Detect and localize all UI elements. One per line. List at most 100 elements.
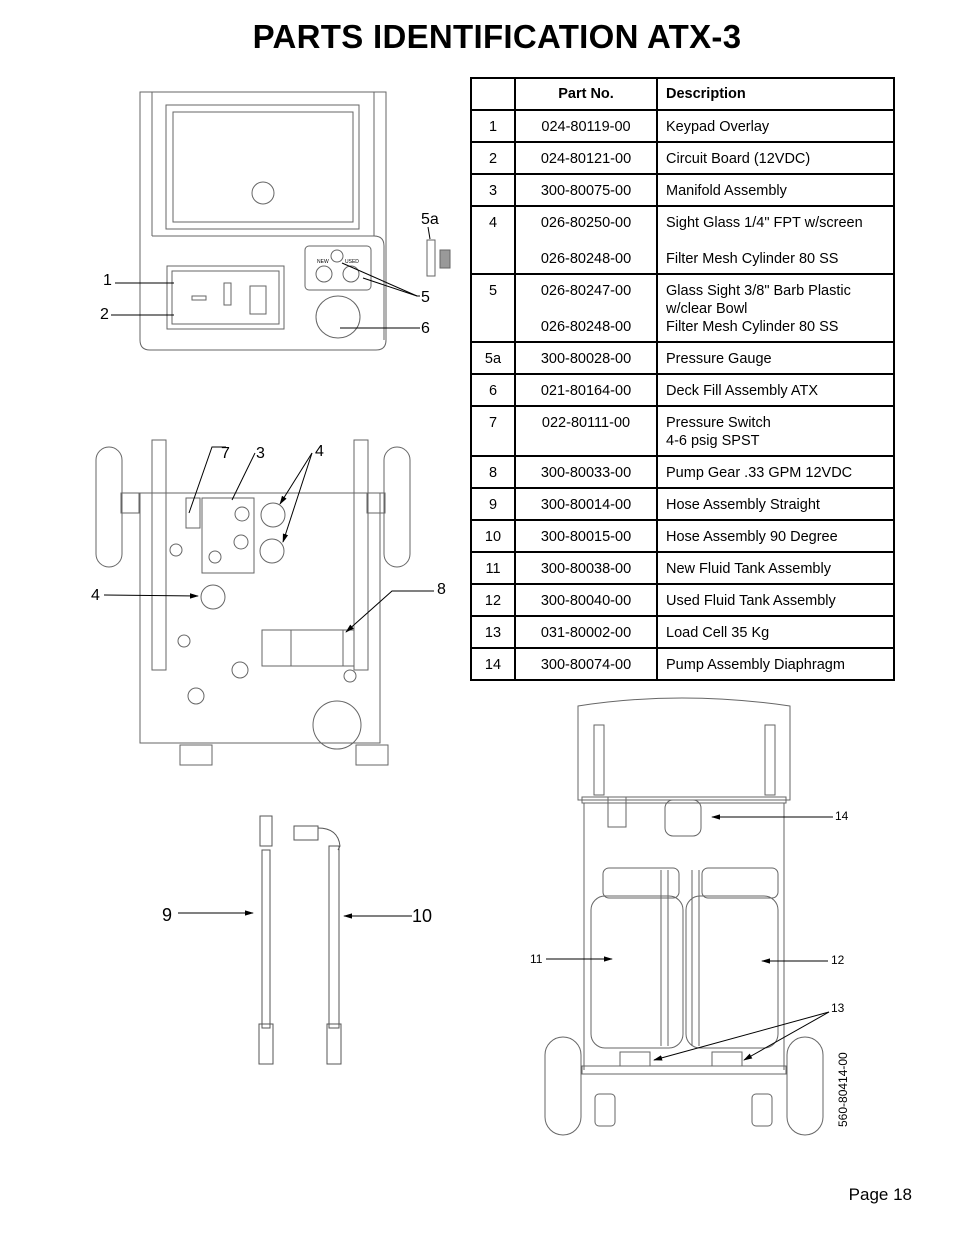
description-line: Pressure Gauge bbox=[666, 351, 772, 367]
row-part-no: 300-80038-00 bbox=[514, 551, 658, 585]
part-no-line: 300-80038-00 bbox=[540, 561, 632, 577]
part-no-line: 021-80164-00 bbox=[540, 383, 632, 399]
callout-7: 7 bbox=[221, 445, 230, 462]
callout-13: 13 bbox=[831, 1001, 845, 1015]
hoses-leaders bbox=[178, 910, 412, 919]
row-description: Sight Glass 1/4" FPT w/screen Filter Mes… bbox=[656, 205, 895, 275]
row-part-no: 024-80121-00 bbox=[514, 141, 658, 175]
callout-5: 5 bbox=[421, 289, 430, 306]
callout-8: 8 bbox=[437, 581, 446, 598]
row-number: 6 bbox=[470, 373, 516, 407]
description-line: Manifold Assembly bbox=[666, 183, 787, 199]
part-no-line: 026-80248-00 bbox=[540, 251, 632, 267]
table-row: 5 026-80247-00 026-80248-00 Glass Sight 3/… bbox=[470, 273, 895, 343]
row-description: New Fluid Tank Assembly bbox=[656, 551, 895, 585]
callout-12: 12 bbox=[831, 953, 845, 967]
row-number-text: 6 bbox=[488, 383, 498, 399]
page-title: PARTS IDENTIFICATION ATX-3 bbox=[252, 18, 742, 55]
row-part-no: 024-80119-00 bbox=[514, 109, 658, 143]
row-description: Hose Assembly Straight bbox=[656, 487, 895, 521]
row-number: 7 bbox=[470, 405, 516, 457]
part-no-line: 026-80248-00 bbox=[540, 319, 632, 335]
row-number-text: 12 bbox=[484, 593, 502, 609]
table-row: 11 300-80038-00 New Fluid Tank Assembly bbox=[470, 551, 895, 585]
description-line: Keypad Overlay bbox=[666, 119, 770, 135]
row-part-no: 021-80164-00 bbox=[514, 373, 658, 407]
row-number: 11 bbox=[470, 551, 516, 585]
row-part-no: 300-80075-00 bbox=[514, 173, 658, 207]
row-number-text: 8 bbox=[488, 465, 498, 481]
part-no-line: 300-80075-00 bbox=[540, 183, 632, 199]
row-number-text: 10 bbox=[484, 529, 502, 545]
callout-4-upper: 4 bbox=[315, 443, 324, 460]
part-no-line: 300-80074-00 bbox=[540, 657, 632, 673]
row-part-no: 300-80014-00 bbox=[514, 487, 658, 521]
description-line: w/clear Bowl bbox=[666, 301, 748, 317]
description-line: 4-6 psig SPST bbox=[666, 433, 760, 449]
description-line: Circuit Board (12VDC) bbox=[666, 151, 811, 167]
table-row: 14 300-80074-00 Pump Assembly Diaphragm bbox=[470, 647, 895, 681]
table-row: 13 031-80002-00 Load Cell 35 Kg bbox=[470, 615, 895, 649]
row-number-text: 13 bbox=[484, 625, 502, 641]
description-line: Sight Glass 1/4" FPT w/screen bbox=[666, 215, 863, 231]
callout-1: 1 bbox=[103, 272, 112, 289]
part-no-line: 022-80111-00 bbox=[541, 415, 631, 431]
row-number: 4 bbox=[470, 205, 516, 275]
callout-6: 6 bbox=[421, 320, 430, 337]
part-no-line: 300-80033-00 bbox=[540, 465, 632, 481]
row-number-text: 11 bbox=[485, 561, 501, 577]
row-number: 5 bbox=[470, 273, 516, 343]
rear-view-leaders bbox=[546, 814, 833, 1061]
row-description: Manifold Assembly bbox=[656, 173, 895, 207]
description-line: Deck Fill Assembly ATX bbox=[666, 383, 819, 399]
row-part-no: 300-80028-00 bbox=[514, 341, 658, 375]
panel-label-new: NEW bbox=[317, 259, 329, 265]
row-part-no: 300-80015-00 bbox=[514, 519, 658, 553]
callout-10: 10 bbox=[412, 906, 433, 926]
row-number: 12 bbox=[470, 583, 516, 617]
row-description: Pressure Gauge bbox=[656, 341, 895, 375]
row-number-text: 5 bbox=[488, 283, 498, 299]
row-number: 8 bbox=[470, 455, 516, 489]
row-part-no: 300-80033-00 bbox=[514, 455, 658, 489]
description-line: Hose Assembly Straight bbox=[666, 497, 820, 513]
callout-9: 9 bbox=[162, 905, 173, 925]
callout-2: 2 bbox=[100, 306, 109, 323]
description-line: Used Fluid Tank Assembly bbox=[666, 593, 836, 609]
part-no-line: 026-80247-00 bbox=[540, 283, 632, 299]
header-num bbox=[470, 77, 516, 111]
description-line: Glass Sight 3/8" Barb Plastic bbox=[666, 283, 851, 299]
row-description: Hose Assembly 90 Degree bbox=[656, 519, 895, 553]
panel-label-used: USED bbox=[345, 259, 359, 265]
part-no-line: 031-80002-00 bbox=[540, 625, 632, 641]
row-part-no: 031-80002-00 bbox=[514, 615, 658, 649]
front-view-drawing bbox=[139, 91, 451, 351]
part-no-line: 300-80014-00 bbox=[540, 497, 632, 513]
header-part-no: Part No. bbox=[514, 77, 658, 111]
front-view-leaders bbox=[111, 226, 431, 329]
description-line: Pump Assembly Diaphragm bbox=[666, 657, 845, 673]
row-number-text: 14 bbox=[484, 657, 502, 673]
row-description: Load Cell 35 Kg bbox=[656, 615, 895, 649]
row-number: 2 bbox=[470, 141, 516, 175]
row-part-no: 022-80111-00 bbox=[514, 405, 658, 457]
description-line: Filter Mesh Cylinder 80 SS bbox=[666, 319, 839, 335]
rear-view-drawing bbox=[544, 697, 824, 1136]
row-number: 10 bbox=[470, 519, 516, 553]
part-no-line: 300-80040-00 bbox=[540, 593, 632, 609]
table-header-row: Part No. Description bbox=[470, 77, 895, 111]
row-part-no: 026-80250-00 026-80248-00 bbox=[514, 205, 658, 275]
part-no-line: 300-80028-00 bbox=[540, 351, 632, 367]
top-view-leaders bbox=[103, 446, 434, 633]
callout-11: 11 bbox=[530, 952, 543, 966]
part-no-line: 026-80250-00 bbox=[540, 215, 632, 231]
drawing-number: 560-80414-00 bbox=[836, 1052, 850, 1127]
